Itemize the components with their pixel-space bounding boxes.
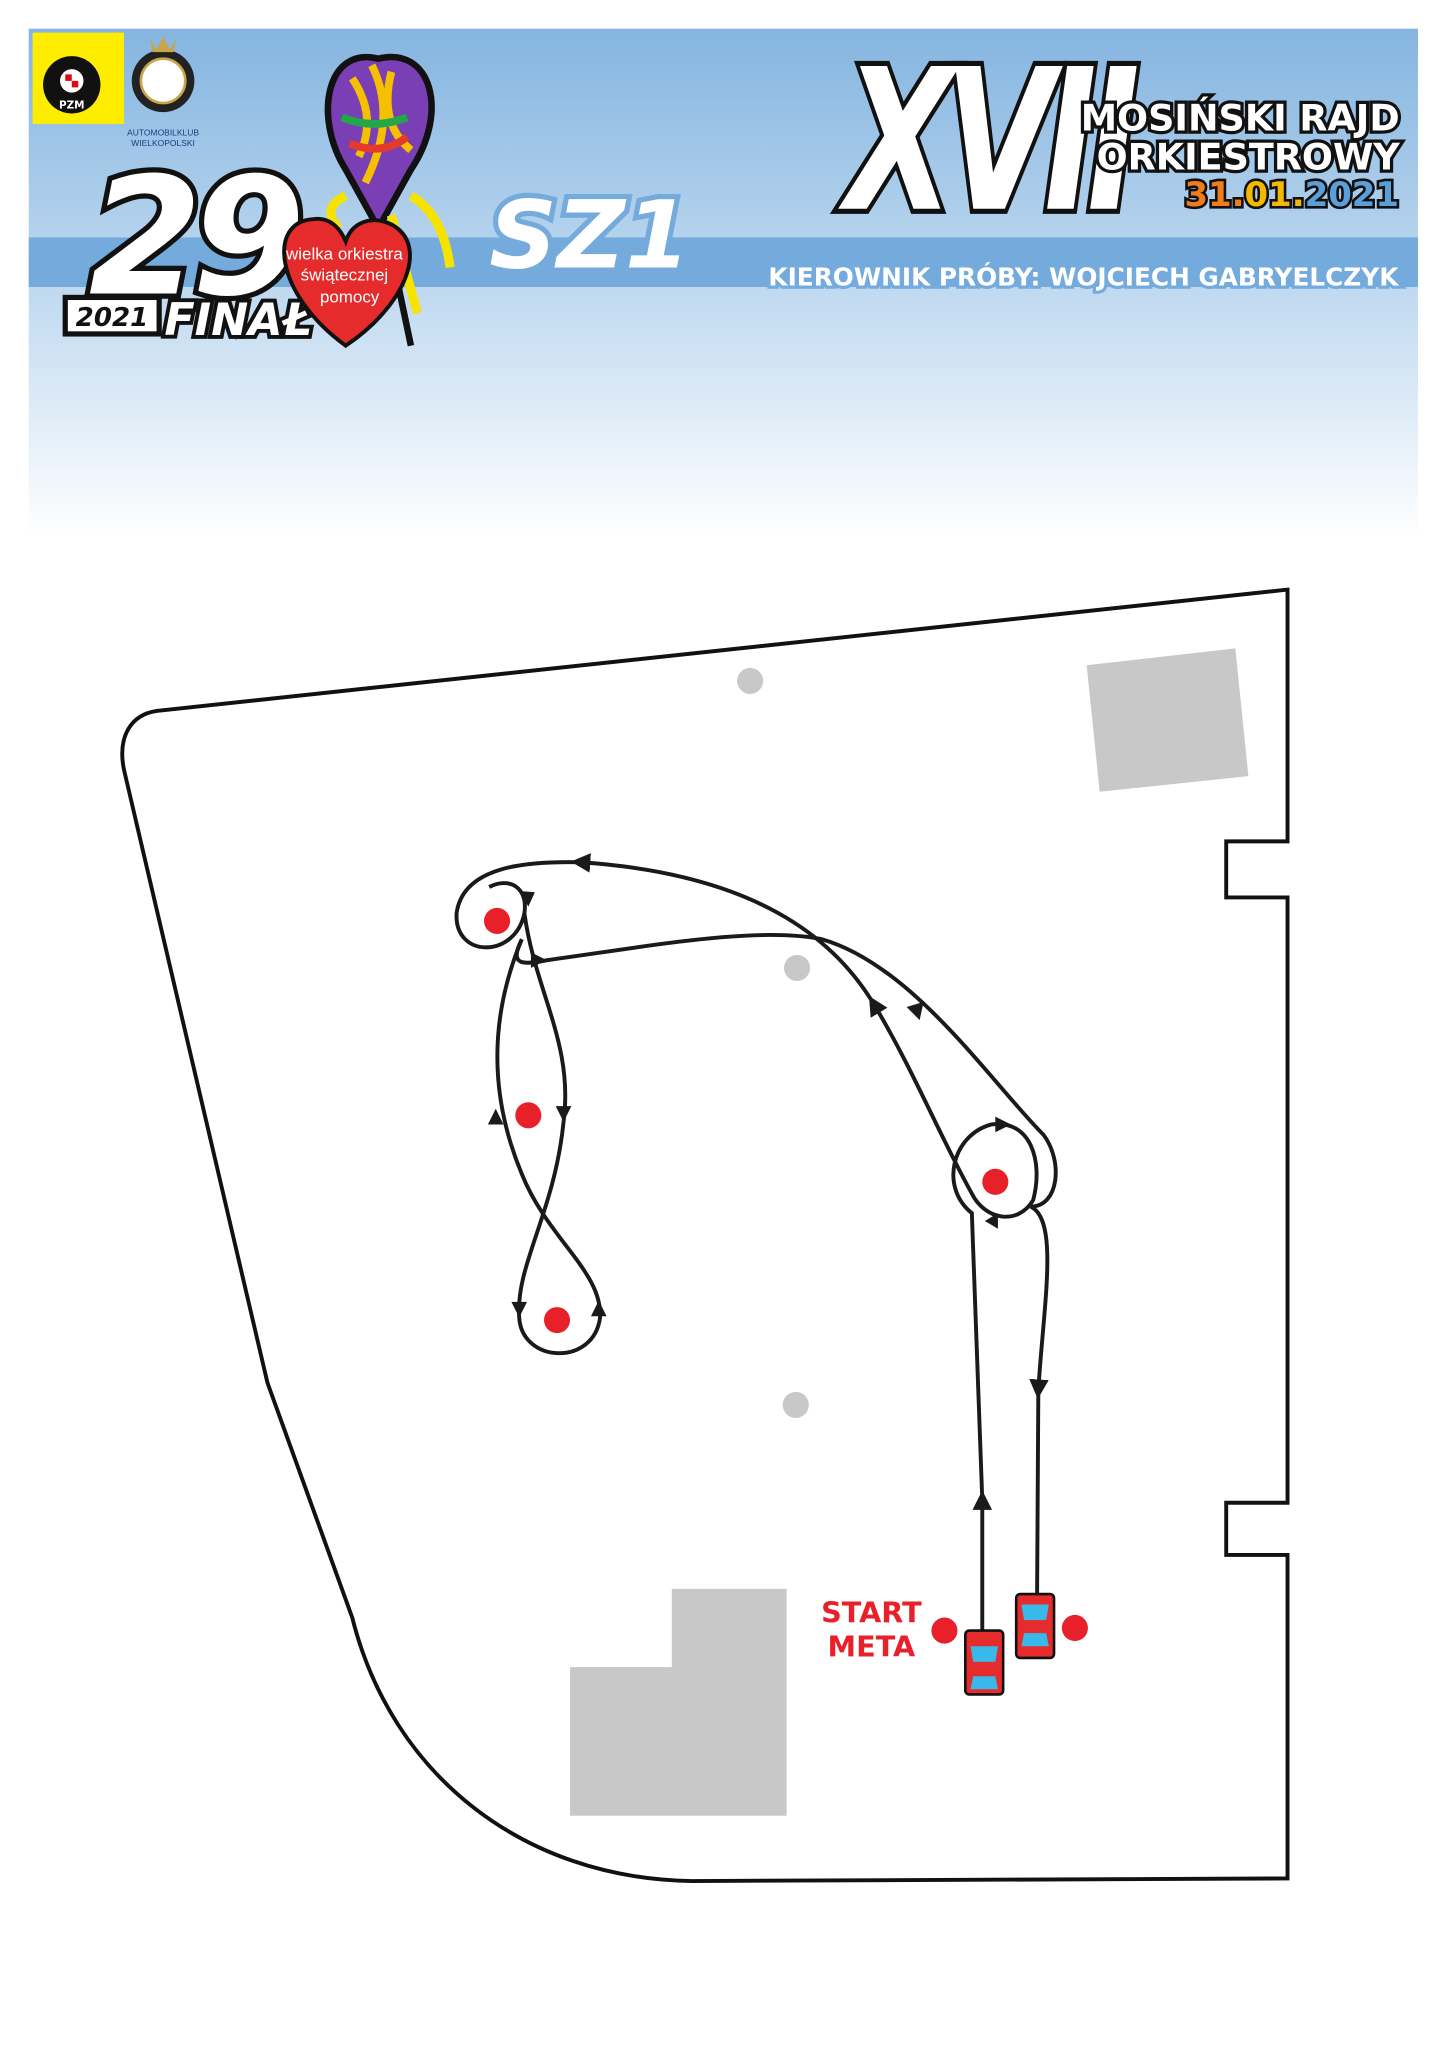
marker-post: [784, 954, 811, 981]
start-car: [964, 1629, 1005, 1696]
route-segment: [1035, 1382, 1041, 1598]
route-segment: [1029, 1204, 1050, 1400]
arrow-icon: [555, 1106, 572, 1122]
date-year: 2021: [1305, 175, 1399, 214]
cone: [982, 1168, 1009, 1195]
wosp-line1: wielka orkiestra: [285, 245, 403, 264]
wosp-line3: pomocy: [320, 288, 380, 307]
header-banner: PZM AUTOMOBILKLUB WIELKOPOLSKI 29 2021 F…: [28, 24, 1418, 538]
event-title-line2: ORKIESTROWY: [1097, 136, 1401, 179]
final-year: 2021: [76, 303, 149, 333]
arrow-icon: [511, 1301, 528, 1318]
wosp-line2: świątecznej: [301, 265, 389, 284]
arrow-icon: [984, 1213, 998, 1229]
cone: [1061, 1614, 1088, 1642]
club-name-line2: WIELKOPOLSKI: [131, 138, 195, 148]
route-segment: [868, 996, 1039, 1501]
pzm-logo: PZM: [32, 32, 124, 124]
obstacle-building: [570, 1588, 787, 1816]
event-title-line1: MOSIŃSKI RAJD: [1081, 95, 1400, 139]
arrow-icon: [906, 1001, 924, 1021]
venue-boundary: [120, 587, 1290, 1883]
final-word: FINAŁ: [164, 295, 312, 346]
cones: [483, 907, 1088, 1644]
event-date: 31.01.2021: [1184, 175, 1399, 214]
date-month: 01.: [1245, 175, 1305, 214]
club-name-line1: AUTOMOBILKLUB: [127, 128, 199, 138]
heart-icon: [282, 217, 412, 349]
cone: [483, 907, 511, 934]
arrow-icon: [995, 1116, 1011, 1133]
route: [454, 853, 1058, 1631]
arrow-icon: [487, 1108, 504, 1125]
wosp-final-logo: 29 2021 FINAŁ wielka orkiestra świąteczn…: [62, 53, 455, 350]
direction-arrows: [487, 890, 1011, 1318]
route-segment: [454, 860, 581, 1123]
pzm-logo-text: PZM: [59, 99, 85, 111]
stage-map: START META: [120, 587, 1290, 1883]
finish-car: [1014, 1592, 1056, 1660]
route-segment: [570, 853, 876, 1006]
marker-post: [782, 1391, 809, 1418]
obstacle-building: [1086, 648, 1249, 792]
automobilklub-emblem: AUTOMOBILKLUB WIELKOPOLSKI: [127, 36, 199, 148]
arrow-icon: [590, 1300, 607, 1317]
banner-stripe: [28, 237, 1418, 287]
finish-label: META: [828, 1630, 916, 1664]
arrow-icon: [530, 952, 547, 968]
route-segment: [495, 938, 603, 1356]
stage-director: KIEROWNIK PRÓBY: WOJCIECH GABRYELCZYK: [768, 262, 1399, 292]
start-label: START: [821, 1596, 922, 1630]
edition-numeral: XVII: [838, 29, 1137, 256]
route-segment: [514, 932, 1058, 1209]
date-day: 31.: [1184, 175, 1244, 214]
cone: [931, 1617, 958, 1644]
cone: [543, 1307, 571, 1334]
cone: [515, 1102, 542, 1129]
arrow-icon: [519, 890, 535, 907]
marker-post: [737, 667, 764, 694]
stage-title: SZ1: [489, 181, 690, 290]
